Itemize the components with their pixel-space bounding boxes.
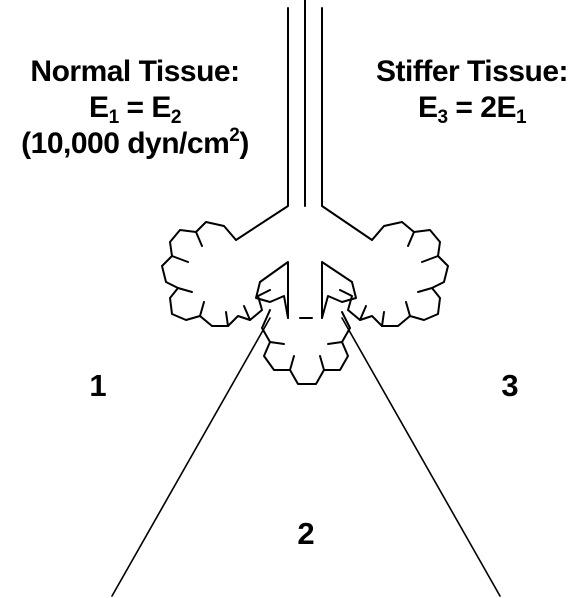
right-acinus-inner xyxy=(360,232,438,326)
inner-branch-left xyxy=(260,262,288,318)
right-tissue-label: Stiffer Tissue: E3 = 2E1 xyxy=(358,54,586,126)
right-tissue-equation: E3 = 2E1 xyxy=(358,90,586,126)
left-tissue-title: Normal Tissue: xyxy=(0,54,270,90)
region-3-label: 3 xyxy=(490,370,530,402)
boundary-line-left xyxy=(112,318,270,596)
modulus-value: (10,000 dyn/cm xyxy=(21,127,229,160)
equals-sign: = xyxy=(119,91,152,124)
left-acinus-cluster xyxy=(162,222,270,326)
e3-symbol: E xyxy=(418,91,438,124)
modulus-exponent: 2 xyxy=(229,125,239,146)
e1-subscript: 1 xyxy=(109,107,119,128)
equals-two: = 2 xyxy=(448,91,497,124)
middle-acinus-inner xyxy=(270,318,342,370)
boundary-line-right xyxy=(342,318,500,596)
left-tissue-equation: E1 = E2 xyxy=(0,90,270,126)
carina-left-lobe xyxy=(256,282,288,318)
left-tissue-modulus: (10,000 dyn/cm2) xyxy=(0,126,270,162)
e3-subscript: 3 xyxy=(437,107,447,128)
e2-symbol: E xyxy=(151,91,171,124)
region-2-label: 2 xyxy=(286,518,326,550)
region-1-label: 1 xyxy=(78,370,118,402)
e2-subscript: 2 xyxy=(171,107,181,128)
left-tissue-label: Normal Tissue: E1 = E2 (10,000 dyn/cm2) xyxy=(0,54,270,162)
modulus-close-paren: ) xyxy=(239,127,249,160)
e1-subscript-right: 1 xyxy=(516,107,526,128)
right-acinus-cluster xyxy=(340,222,448,326)
e1-symbol-right: E xyxy=(496,91,516,124)
e1-symbol: E xyxy=(89,91,109,124)
right-tissue-title: Stiffer Tissue: xyxy=(358,54,586,90)
left-acinus-inner xyxy=(172,232,250,326)
middle-acinus-cluster xyxy=(262,310,350,384)
